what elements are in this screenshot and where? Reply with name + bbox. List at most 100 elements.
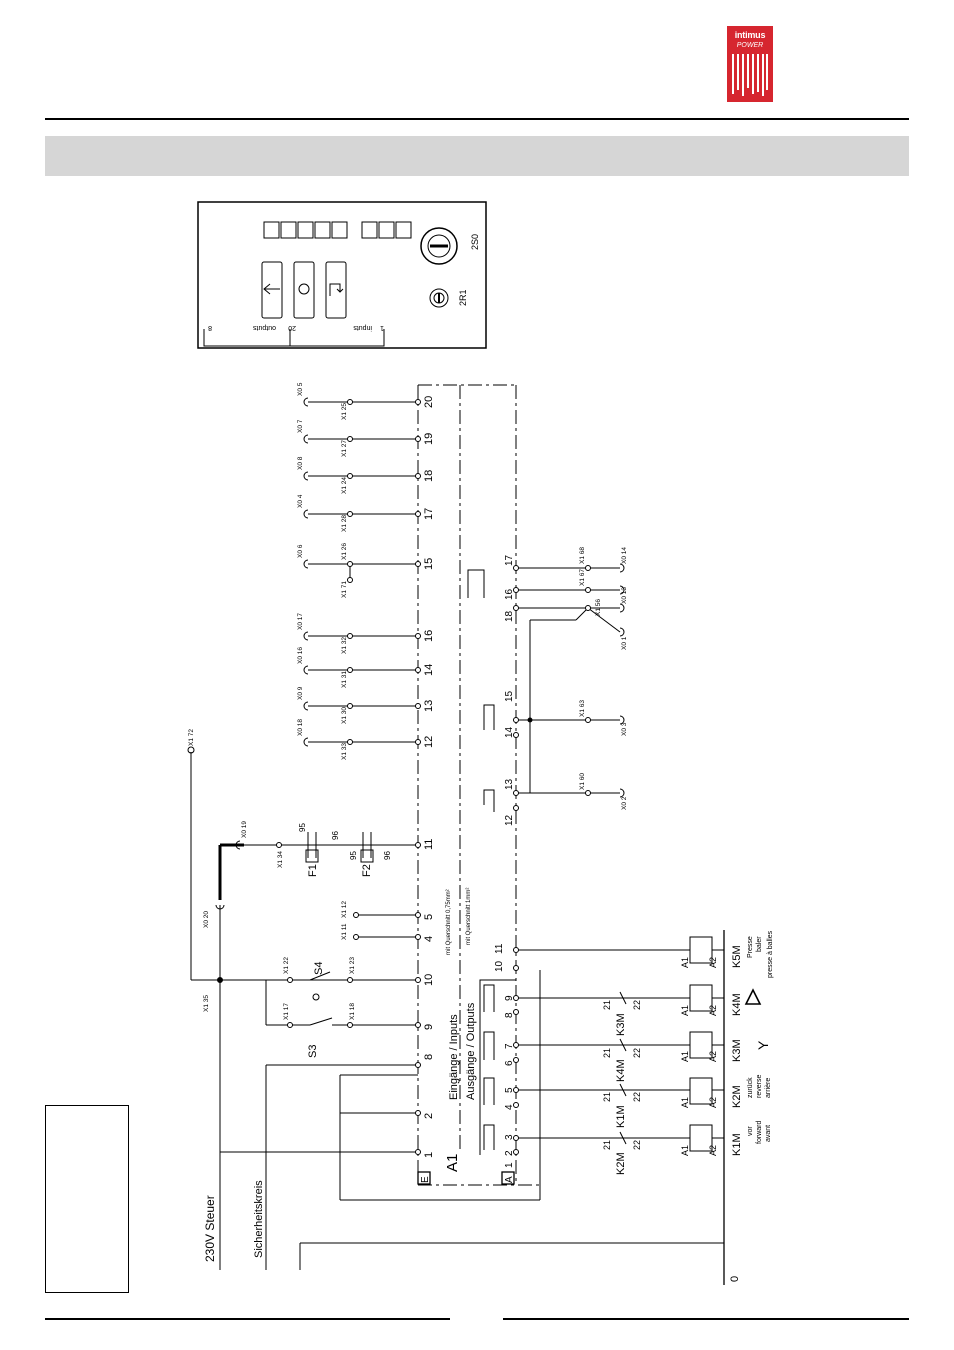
k4-a1: A1	[680, 1005, 690, 1016]
tag-x1-68: X1 68	[579, 547, 586, 564]
output-relay-contacts	[467, 569, 495, 812]
k3-22: 22	[632, 1048, 642, 1058]
tag-x1-63: X1 63	[579, 700, 586, 717]
key-switch	[429, 288, 449, 308]
tag-x1-28: X1 28	[341, 515, 348, 532]
k1-a2: A2	[708, 1145, 718, 1156]
module-a1-boundary	[417, 385, 540, 1186]
panel-display-segments	[263, 221, 412, 239]
k1-21: 21	[602, 1140, 612, 1150]
f2-heater	[360, 849, 374, 863]
k1-a1: A1	[680, 1145, 690, 1156]
tag-x0-20: X0 20	[203, 911, 210, 928]
input-field-wires	[308, 401, 418, 743]
tag-x0-4: X0 4	[297, 494, 304, 508]
in-1: 1	[423, 1152, 435, 1158]
terminal-strip	[203, 329, 385, 347]
terminal-tags: X1 72 X1 35 X0 20 X0 19 X1 34 X1 17 X1 1…	[188, 382, 628, 1020]
k2-a1: A1	[680, 1097, 690, 1108]
tag-x1-33: X1 33	[341, 743, 348, 760]
k2-a2: A2	[708, 1097, 718, 1108]
in-15: 15	[423, 558, 435, 570]
k2m-sub-1: zurück	[747, 1077, 754, 1098]
tag-x0-13: X0 13	[621, 587, 628, 604]
k2m-sub-3: arrière	[765, 1078, 772, 1098]
s4-contact	[309, 971, 331, 981]
main-switch-inner	[427, 234, 451, 258]
outputs-block-marker	[501, 1171, 515, 1185]
k1m-sub-3: avant	[765, 1125, 772, 1142]
tag-x1-72: X1 72	[188, 729, 195, 746]
out-4: 4	[504, 1104, 515, 1110]
input-numbers: 1 2 8 9 10 4 5 11 12 13 14 16 15 17 18 1…	[423, 396, 435, 1158]
k2-21: 21	[602, 1092, 612, 1102]
f2-label: F2	[361, 864, 373, 877]
in-16: 16	[423, 630, 435, 642]
k3-interlock-tag: K4M	[615, 1059, 627, 1082]
control-panel	[197, 201, 487, 349]
k1-interlock-tag: K2M	[615, 1152, 627, 1175]
output-relay-contacts-low	[479, 979, 516, 1155]
stop-s-icon	[298, 283, 310, 295]
zero-label: 0	[729, 1276, 741, 1282]
brand-logo: intimus POWER	[727, 26, 773, 102]
cross-section-1: mit Querschnitt 1mm²	[466, 888, 472, 945]
brand-sub: POWER	[736, 42, 764, 49]
auto-button	[325, 261, 347, 319]
k1m-sub-2: forward	[756, 1121, 763, 1144]
reverse-button	[261, 261, 283, 319]
delta-icon	[744, 988, 762, 1005]
in-4: 4	[423, 936, 435, 942]
x0-20-plug	[215, 904, 225, 910]
f2-96: 96	[383, 851, 392, 860]
output-numbers: 1 2 3 4 5 6 7 8 9 10 11 12 13 14 15 16 1…	[494, 554, 515, 1168]
key-2r1-label: 2R1	[458, 289, 468, 306]
tag-x1-27: X1 27	[341, 440, 348, 457]
strip-num-left: 8	[208, 324, 212, 331]
out-11: 11	[494, 943, 505, 954]
tag-x0-9: X0 9	[297, 686, 304, 700]
stop-button	[293, 261, 315, 319]
tag-x0-14: X0 14	[621, 547, 628, 564]
tag-x0-1: X0 1	[621, 636, 628, 650]
coil-feed-wires	[516, 949, 690, 1139]
tag-x1-23: X1 23	[349, 957, 356, 974]
tag-x1-31: X1 31	[341, 671, 348, 688]
in-8: 8	[423, 1054, 435, 1060]
k4-a2: A2	[708, 1005, 718, 1016]
tag-x0-17: X0 17	[297, 613, 304, 630]
coils	[689, 936, 724, 1152]
out-17: 17	[504, 554, 515, 566]
in-2: 2	[423, 1113, 435, 1119]
f1-label: F1	[307, 864, 319, 877]
k4m-label: K4M	[731, 993, 743, 1016]
out-16: 16	[504, 588, 515, 600]
tag-x0-8: X0 8	[297, 456, 304, 470]
tag-x1-67: X1 67	[579, 569, 586, 586]
tag-x1-34: X1 34	[277, 851, 284, 868]
f1-heater	[305, 849, 319, 863]
arrow-left-icon	[263, 283, 280, 295]
output-plugs	[619, 563, 625, 798]
brand-name: intimus	[734, 30, 766, 40]
k3-21: 21	[602, 1048, 612, 1058]
safety-label: Sicherheitskreis	[253, 1180, 265, 1258]
outputs-label: Ausgänge / Outputs	[465, 1002, 477, 1100]
s4-pushbutton	[312, 993, 320, 1001]
out-13: 13	[504, 778, 515, 790]
output-junction	[527, 717, 533, 723]
in-5: 5	[423, 914, 435, 920]
k5-a1: A1	[680, 957, 690, 968]
x1-72-terminal	[187, 746, 195, 754]
tag-x1-56: X1 56	[595, 599, 602, 616]
f2-95: 95	[349, 851, 358, 860]
tag-x0-3: X0 3	[621, 722, 628, 736]
k3-a2: A2	[708, 1051, 718, 1062]
tag-x1-12: X1 12	[341, 901, 348, 918]
out-5: 5	[504, 1087, 515, 1093]
switch-2s0-label: 2S0	[470, 234, 480, 250]
in-13: 13	[423, 700, 435, 712]
main-switch-knob	[420, 227, 458, 265]
inputs-block-marker	[417, 1171, 431, 1185]
out-12: 12	[504, 814, 515, 826]
